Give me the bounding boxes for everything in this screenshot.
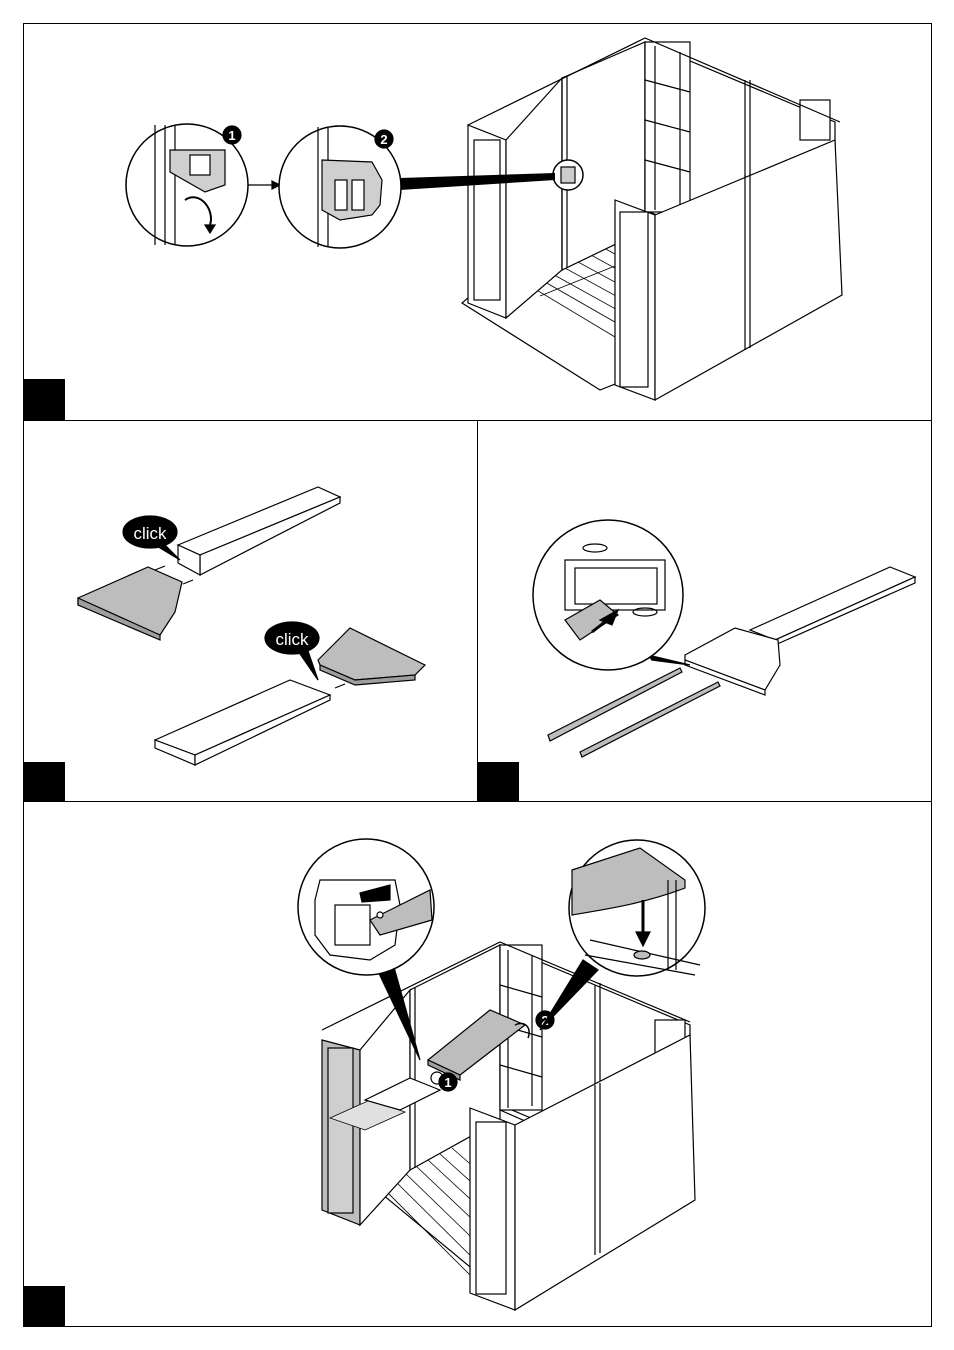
- step-3-shelf-rail: [533, 520, 915, 757]
- step-4-callout-1: 1: [444, 1075, 451, 1090]
- step-1-callout-2: 2: [380, 132, 387, 147]
- step-4-shed: 1 2: [322, 942, 695, 1310]
- step-4-zoom-2: [569, 840, 705, 976]
- step-2-shelf-assembly: click click: [78, 487, 425, 765]
- step-1-shed: [462, 38, 842, 400]
- step-1-callout-1: 1: [228, 128, 235, 143]
- click-label-2: click: [275, 630, 309, 649]
- step-1-zoom-2: 2: [279, 126, 401, 248]
- step-1-zoom-1: 1: [126, 124, 248, 246]
- step-4-zoom-1: [298, 839, 434, 975]
- click-label-1: click: [133, 524, 167, 543]
